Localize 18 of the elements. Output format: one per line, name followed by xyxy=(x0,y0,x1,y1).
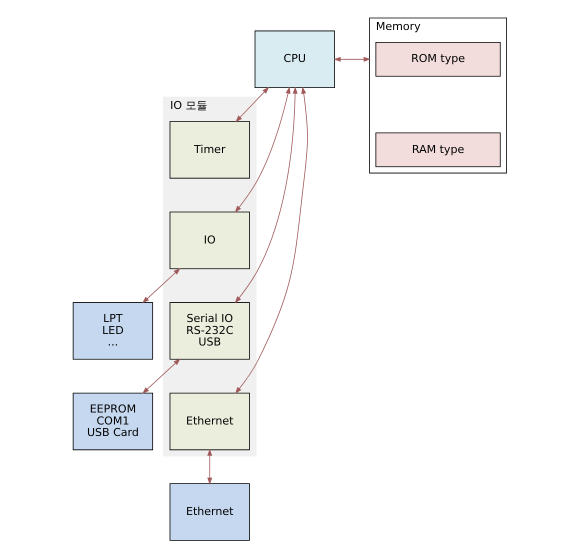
arrow xyxy=(333,56,370,62)
arrow xyxy=(234,86,298,304)
arrow xyxy=(234,86,269,122)
node-box: EEPROM COM1 USB Card xyxy=(72,392,153,450)
arrow xyxy=(206,448,212,485)
node-box: RAM type xyxy=(374,132,500,168)
node-box: IO xyxy=(169,212,250,270)
node-box: Timer xyxy=(169,121,250,179)
arrow xyxy=(142,358,180,394)
node-box: Serial IO RS-232C USB xyxy=(169,302,250,360)
arrow xyxy=(234,86,308,394)
node-box: ROM type xyxy=(374,42,500,77)
node-box: Ethernet xyxy=(169,392,250,450)
arrow xyxy=(234,86,290,213)
node-box: CPU xyxy=(254,30,334,88)
node-box: LPT LED ... xyxy=(72,302,153,360)
node-box: Ethernet xyxy=(169,483,250,541)
arrow xyxy=(142,268,180,304)
